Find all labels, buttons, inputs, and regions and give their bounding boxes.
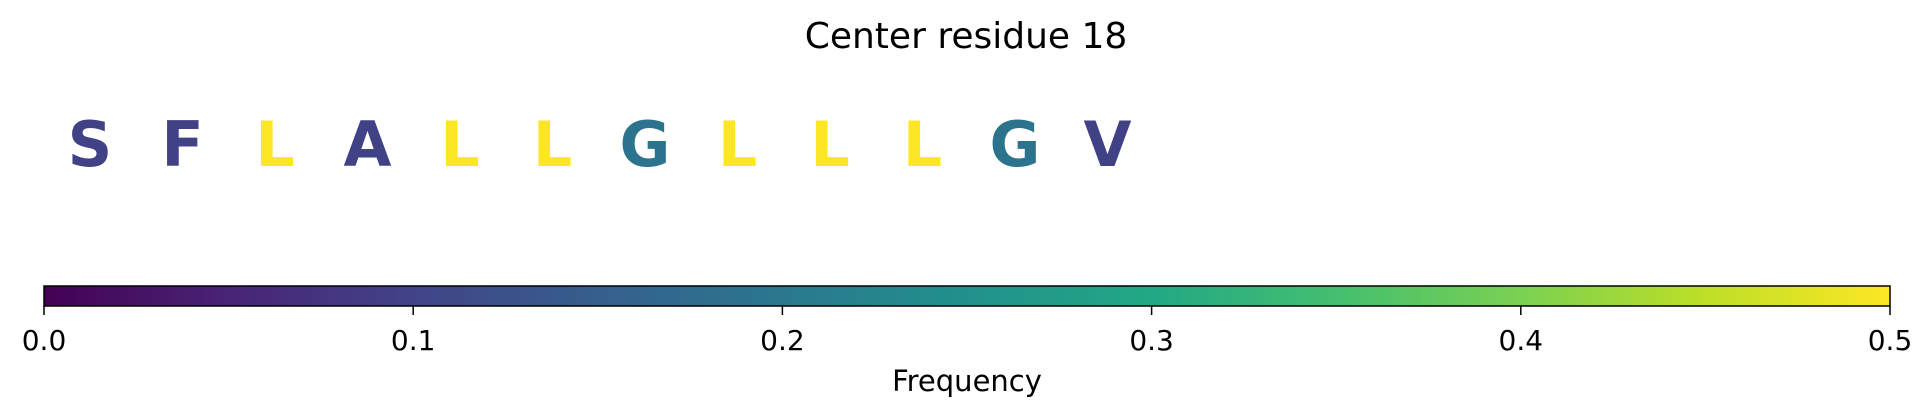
colorbar-tick-label: 0.5 bbox=[1868, 324, 1913, 357]
residue-letter: L bbox=[903, 108, 943, 181]
residue-letter: G bbox=[620, 108, 671, 181]
residue-letter: G bbox=[990, 108, 1041, 181]
residue-letter: L bbox=[810, 108, 850, 181]
colorbar: 0.0 0.1 0.2 0.3 0.4 0.5 Frequency bbox=[22, 285, 1913, 398]
colorbar-tick-label: 0.3 bbox=[1129, 324, 1174, 357]
residue-letter: L bbox=[533, 108, 573, 181]
colorbar-frame bbox=[43, 285, 1891, 307]
residue-letter: F bbox=[161, 108, 203, 181]
residue-letter: L bbox=[255, 108, 295, 181]
residue-letter: S bbox=[68, 108, 113, 181]
colorbar-tick-label: 0.0 bbox=[22, 324, 67, 357]
colorbar-label: Frequency bbox=[892, 364, 1042, 398]
colorbar-tick-label: 0.2 bbox=[760, 324, 805, 357]
colorbar-ticks: 0.0 0.1 0.2 0.3 0.4 0.5 bbox=[22, 306, 1913, 357]
residue-letter: A bbox=[344, 108, 392, 181]
residue-letter: V bbox=[1084, 108, 1132, 181]
colorbar-gradient bbox=[44, 286, 1890, 306]
residue-letter: L bbox=[440, 108, 480, 181]
residue-letter: L bbox=[718, 108, 758, 181]
colorbar-tick-label: 0.1 bbox=[391, 324, 436, 357]
colorbar-tick-label: 0.4 bbox=[1499, 324, 1544, 357]
chart-title: Center residue 18 bbox=[805, 16, 1128, 57]
